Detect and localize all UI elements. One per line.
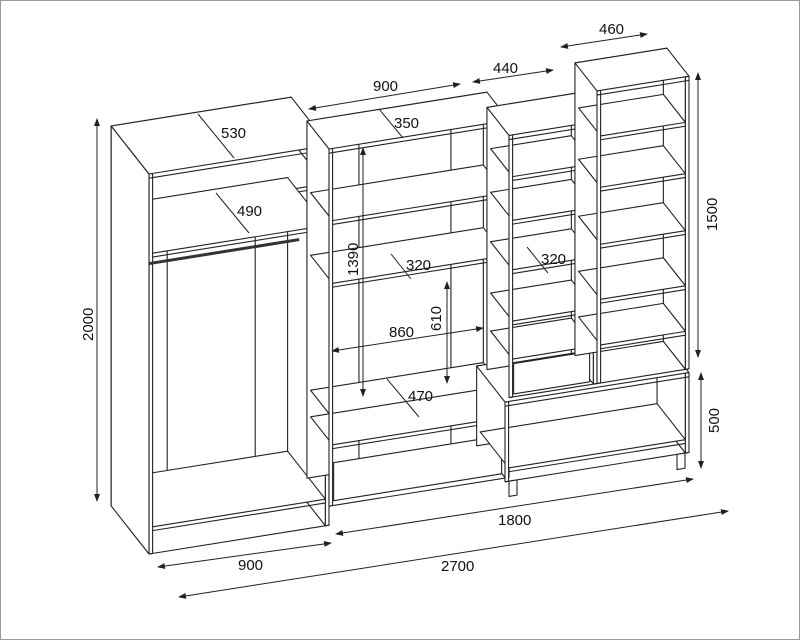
dim-label-total-width: 2700 bbox=[441, 558, 474, 575]
dim-line-shelf-depth-right bbox=[526, 246, 549, 274]
dim-line-tower-width bbox=[560, 32, 648, 49]
base-unit-shelf bbox=[479, 403, 686, 469]
dim-label-wardrobe-height: 2000 bbox=[80, 308, 97, 341]
shelf-unit-440-shelf bbox=[489, 228, 594, 271]
dim-label-base-depth: 470 bbox=[408, 388, 433, 405]
tower-unit-shelf bbox=[577, 145, 686, 188]
dimension-annotations: 460 440 900 350 530 490 1390 320 320 610… bbox=[80, 21, 729, 599]
base-unit-shelf-edge bbox=[508, 442, 686, 473]
tower-unit-shelf-edge bbox=[600, 289, 686, 304]
dim-line-base-depth bbox=[386, 378, 420, 418]
wardrobe-bottom-edge bbox=[148, 524, 330, 555]
tower-unit-shelf-edge bbox=[600, 334, 686, 350]
dim-line-middle-depth bbox=[378, 108, 404, 139]
dim-line-wardrobe-depth-shelf bbox=[215, 192, 250, 234]
base-unit-leg bbox=[508, 479, 518, 497]
dim-label-tv-niche-height: 610 bbox=[428, 306, 445, 331]
dim-line-tv-niche-width bbox=[331, 326, 484, 353]
tower-unit-shelf-edge bbox=[600, 233, 686, 249]
tower-unit-shelf bbox=[577, 93, 686, 137]
dim-label-tower-height: 1500 bbox=[704, 198, 721, 231]
dim-label-middle-depth: 350 bbox=[394, 115, 419, 132]
shelf-unit-440-shelf bbox=[489, 317, 594, 360]
shelf-unit-440-left-panel-edge bbox=[508, 134, 514, 399]
middle-unit-top-edge bbox=[328, 123, 510, 154]
dim-line-total-width bbox=[178, 509, 729, 599]
tower-unit-shelf-edge bbox=[600, 176, 686, 192]
middle-unit-left-panel-edge bbox=[328, 147, 334, 507]
shelf-unit-440-shelf bbox=[489, 135, 594, 178]
wardrobe-top bbox=[110, 96, 330, 175]
middle-unit-shelf bbox=[309, 227, 506, 284]
shelf-unit-440-bottom-edge bbox=[508, 382, 598, 399]
dim-label-middle-section-height: 1390 bbox=[345, 243, 362, 276]
base-unit-left-panel-edge bbox=[504, 400, 510, 483]
dim-line-wardrobe-depth-top bbox=[197, 113, 235, 159]
dim-label-shelf-depth-left: 320 bbox=[406, 257, 431, 274]
base-unit-right-panel-edge bbox=[684, 372, 690, 454]
dim-label-base-width: 1800 bbox=[498, 512, 531, 529]
tower-unit-shelf bbox=[577, 257, 686, 300]
tower-unit-shelf bbox=[577, 202, 686, 245]
dim-label-middle-right-width: 440 bbox=[493, 60, 518, 77]
wardrobe-hanging-rod bbox=[148, 238, 300, 266]
tower-unit-top bbox=[574, 47, 690, 92]
base-unit-top-edge bbox=[504, 376, 690, 407]
base-unit-leg bbox=[676, 452, 686, 471]
tower-unit-bottom-edge bbox=[596, 368, 690, 385]
tower-unit-left-panel-edge bbox=[596, 89, 602, 385]
wardrobe-left-side bbox=[110, 125, 150, 555]
wardrobe-shelf-edge bbox=[152, 228, 326, 258]
tower-unit-top-edge bbox=[596, 79, 690, 96]
shelf-unit-440-shelf bbox=[489, 178, 594, 221]
dim-line-middle-width-top bbox=[308, 82, 461, 111]
wardrobe-top-edge bbox=[148, 148, 330, 179]
tower-unit-right-panel-edge bbox=[684, 75, 690, 370]
dim-label-wardrobe-depth-top: 530 bbox=[221, 125, 246, 142]
dim-label-middle-width-top: 900 bbox=[373, 78, 398, 95]
middle-unit-shelf bbox=[309, 164, 506, 222]
dim-line-shelf-depth-left bbox=[390, 253, 412, 280]
dim-label-tower-width: 460 bbox=[599, 21, 624, 38]
dim-line-middle-right-width bbox=[472, 68, 554, 84]
tower-unit-shelf-edge bbox=[600, 125, 686, 141]
dim-label-wardrobe-depth-shelf: 490 bbox=[237, 203, 262, 220]
dim-label-base-height: 500 bbox=[706, 408, 723, 433]
base-unit-bottom-edge bbox=[504, 451, 690, 483]
dim-label-shelf-depth-right: 320 bbox=[541, 251, 566, 268]
furniture-drawing bbox=[110, 47, 690, 555]
tower-unit-shelf bbox=[577, 302, 686, 346]
shelf-unit-440-shelf bbox=[489, 279, 594, 322]
dim-label-tv-niche-width: 860 bbox=[389, 324, 414, 341]
dim-label-wardrobe-width: 900 bbox=[238, 557, 263, 574]
